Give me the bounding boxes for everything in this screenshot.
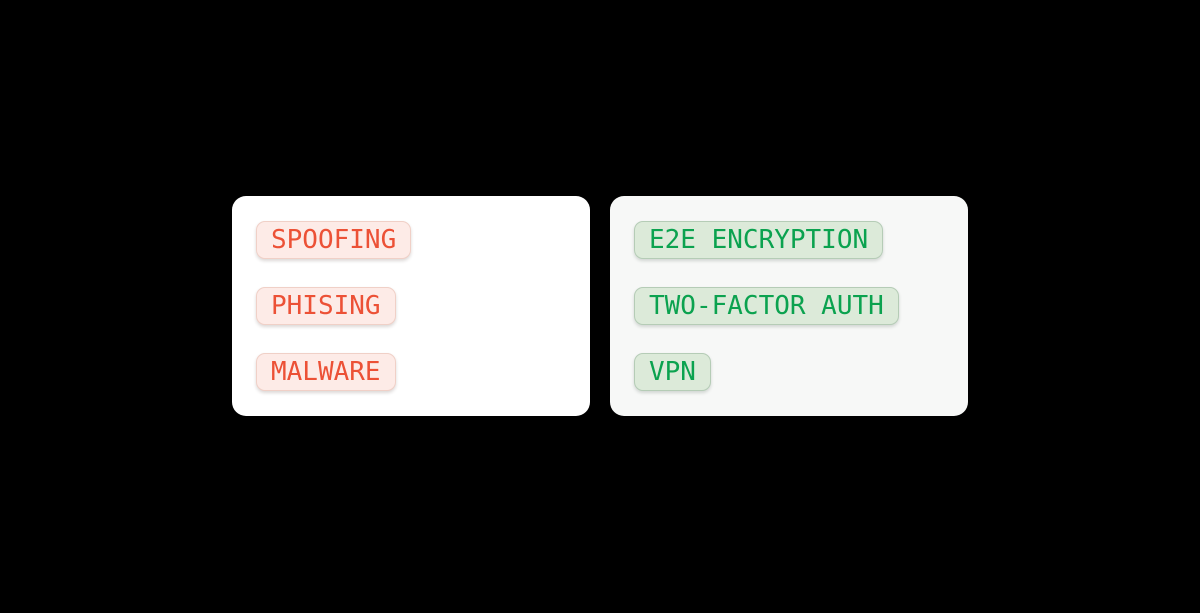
tag-e2e-encryption[interactable]: E2E ENCRYPTION xyxy=(634,221,884,259)
tag-phising[interactable]: PHISING xyxy=(256,287,396,325)
tag-vpn[interactable]: VPN xyxy=(634,353,711,391)
threats-card: SPOOFING PHISING MALWARE xyxy=(232,196,590,416)
tag-spoofing[interactable]: SPOOFING xyxy=(256,221,412,259)
protections-card: E2E ENCRYPTION TWO-FACTOR AUTH VPN xyxy=(610,196,968,416)
tag-two-factor-auth[interactable]: TWO-FACTOR AUTH xyxy=(634,287,899,325)
tag-malware[interactable]: MALWARE xyxy=(256,353,396,391)
